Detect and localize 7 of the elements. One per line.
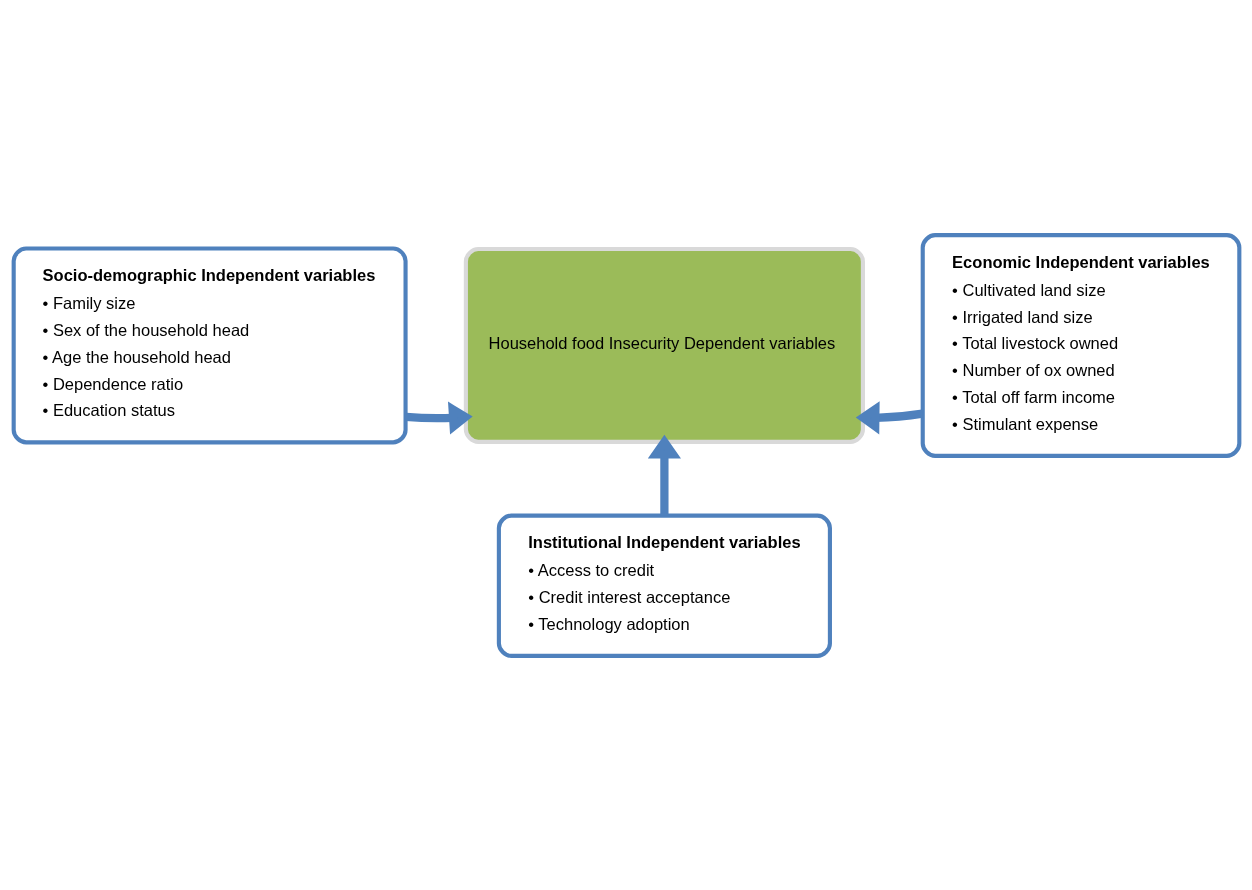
arrow (405, 401, 473, 435)
arrow (647, 434, 681, 515)
node-box: Household food Insecurity Dependent variables (463, 246, 865, 444)
node-box: Institutional Independent variables • Access to credit • Credit interest acceptance • Technology adoption (496, 513, 832, 658)
node-box: Socio-demographic Independent variables • Family size • Sex of the household head • Age the household head • Dependence ratio • Education status (11, 245, 408, 444)
node-box: Economic Independent variables • Cultivated land size • Irrigated land size • Total livestock owned • Number of ox owned • Total off farm income • Stimulant expense (920, 232, 1241, 458)
arrow (855, 400, 923, 434)
